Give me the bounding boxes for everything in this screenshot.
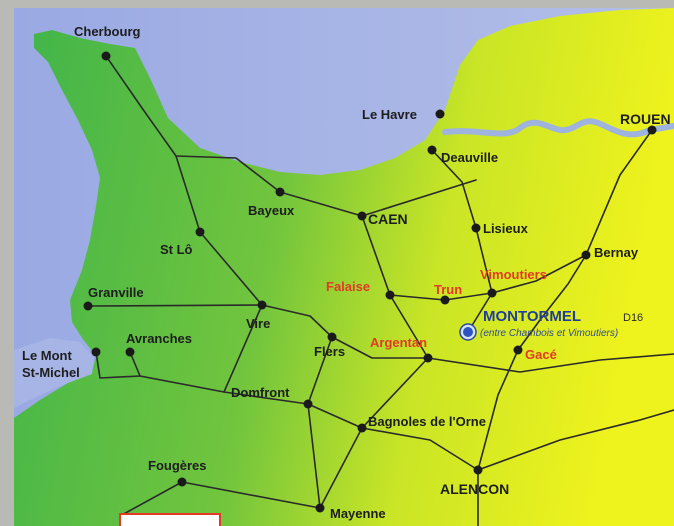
land-area <box>14 8 674 526</box>
town-dot-icon <box>177 477 187 487</box>
label-le-havre: Le Havre <box>362 107 417 122</box>
town-dot-icon <box>125 347 135 357</box>
town-dot-icon <box>471 223 481 233</box>
target-circle-icon <box>459 323 477 341</box>
label-bernay: Bernay <box>594 245 639 260</box>
label-le-mont: Le Mont <box>22 348 72 363</box>
label-montormel: MONTORMEL <box>483 308 581 325</box>
label-cherbourg: Cherbourg <box>74 24 141 39</box>
town-dot-icon <box>385 290 395 300</box>
label-bagnoles: Bagnoles de l'Orne <box>368 414 486 429</box>
label-vire: Vire <box>246 316 270 331</box>
label-mayenne: Mayenne <box>330 506 386 521</box>
road <box>427 353 674 373</box>
town-markers <box>83 51 657 513</box>
town-dot-icon <box>513 345 523 355</box>
label-rouen: ROUEN <box>620 111 671 127</box>
label-falaise: Falaise <box>326 279 370 294</box>
town-dot-icon <box>357 211 367 221</box>
town-dot-icon <box>275 187 285 197</box>
label-flers: Flers <box>314 344 345 359</box>
label-bayeux: Bayeux <box>248 203 295 218</box>
town-dot-icon <box>357 423 367 433</box>
town-dot-icon <box>91 347 101 357</box>
label-gace: Gacé <box>525 347 557 362</box>
label-avranches: Avranches <box>126 331 192 346</box>
town-dot-icon <box>303 399 313 409</box>
legend-box-fragment <box>119 513 221 526</box>
town-labels: Cherbourg Le Havre ROUEN Deauville Bayeu… <box>22 24 671 521</box>
town-dot-icon <box>427 145 437 155</box>
town-dot-icon <box>473 465 483 475</box>
label-caen: CAEN <box>368 211 408 227</box>
label-deauville: Deauville <box>441 150 498 165</box>
road <box>477 129 653 471</box>
label-montormel-note: (entre Chambois et Vimoutiers) <box>480 328 618 339</box>
town-dot-icon <box>315 503 325 513</box>
town-dot-icon <box>83 301 93 311</box>
label-argentan: Argentan <box>370 335 427 350</box>
town-dot-icon <box>257 300 267 310</box>
town-dot-icon <box>487 288 497 298</box>
road <box>87 304 263 307</box>
town-dot-icon <box>423 353 433 363</box>
town-dot-icon <box>647 125 657 135</box>
town-dot-icon <box>435 109 445 119</box>
label-st-lo: St Lô <box>160 242 193 257</box>
label-domfront: Domfront <box>231 385 290 400</box>
label-alencon: ALENCON <box>440 481 509 497</box>
label-fougeres: Fougères <box>148 458 207 473</box>
label-vimoutiers: Vimoutiers <box>480 267 547 282</box>
seine-river <box>442 118 674 138</box>
road <box>477 409 674 471</box>
label-granville: Granville <box>88 285 144 300</box>
town-dot-icon <box>440 295 450 305</box>
town-dot-icon <box>101 51 111 61</box>
label-st-michel: St-Michel <box>22 365 80 380</box>
town-dot-icon <box>581 250 591 260</box>
road <box>95 351 225 393</box>
road <box>361 427 479 471</box>
label-trun: Trun <box>434 282 462 297</box>
town-dot-icon <box>327 332 337 342</box>
town-dot-icon <box>195 227 205 237</box>
label-lisieux: Lisieux <box>483 221 529 236</box>
label-montormel-road: D16 <box>623 312 643 324</box>
road <box>119 427 363 517</box>
bay-of-mont-st-michel <box>14 338 94 408</box>
